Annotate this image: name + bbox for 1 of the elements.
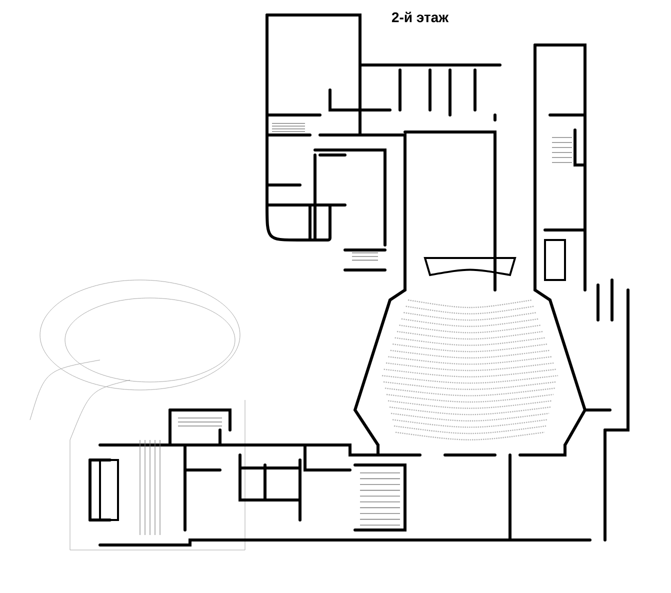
floor-title: 2-й этаж [392,12,449,22]
